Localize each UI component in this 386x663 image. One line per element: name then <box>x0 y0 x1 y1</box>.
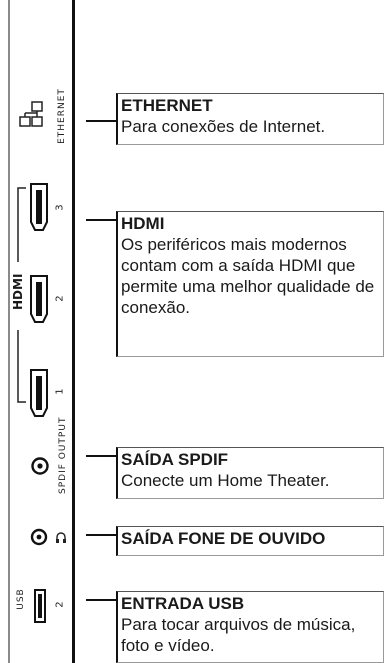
panel-edge <box>72 0 75 663</box>
usb-panel-label: USB <box>16 588 26 610</box>
hdmi-port-number-1: 1 <box>54 388 66 395</box>
usb-title: ENTRADA USB <box>121 594 245 613</box>
spdif-title: SAÍDA SPDIF <box>121 450 229 469</box>
spdif-leader-line <box>86 455 116 457</box>
usb-callout: ENTRADA USB Para tocar arquivos de músic… <box>116 591 384 663</box>
usb-leader-line <box>86 599 116 601</box>
hdmi-logo: HDMI <box>11 273 25 310</box>
hdmi-port-icon <box>30 369 48 417</box>
ethernet-leader-line <box>86 120 116 122</box>
hdmi-port-number-2: 2 <box>54 295 66 302</box>
spdif-description: Conecte um Home Theater. <box>121 471 330 490</box>
hdmi-callout: HDMI Os periféricos mais modernos contam… <box>116 211 384 357</box>
panel-back-strip <box>8 0 10 663</box>
hdmi-port-icon <box>30 183 48 231</box>
spdif-panel-label: SPDIF OUTPUT <box>58 416 68 494</box>
hdmi-leader-line <box>86 219 116 221</box>
headphone-callout: SAÍDA FONE DE OUVIDO <box>116 526 384 556</box>
ethernet-description: Para conexões de Internet. <box>121 117 326 136</box>
headphone-icon <box>56 532 66 543</box>
ethernet-title: ETHERNET <box>121 96 213 115</box>
hdmi-bracket <box>17 187 26 403</box>
hdmi-port-icon <box>30 275 48 323</box>
ethernet-callout: ETHERNET Para conexões de Internet. <box>116 93 384 145</box>
hdmi-port-number-3: 3 <box>54 204 66 211</box>
tv-side-panel <box>8 0 75 663</box>
coaxial-port-icon <box>31 457 49 475</box>
network-icon <box>19 101 43 127</box>
usb-description: Para tocar arquivos de música, foto e ví… <box>121 615 356 655</box>
headphone-title: SAÍDA FONE DE OUVIDO <box>121 529 326 548</box>
hdmi-title: HDMI <box>121 214 165 233</box>
usb-port-number: 2 <box>54 601 66 608</box>
usb-port-icon <box>34 589 46 623</box>
headphone-jack-icon <box>30 528 48 546</box>
spdif-callout: SAÍDA SPDIF Conecte um Home Theater. <box>116 447 384 499</box>
headphone-leader-line <box>86 534 116 536</box>
ethernet-panel-label: ETHERNET <box>57 88 67 144</box>
hdmi-description: Os periféricos mais modernos contam com … <box>121 235 375 317</box>
